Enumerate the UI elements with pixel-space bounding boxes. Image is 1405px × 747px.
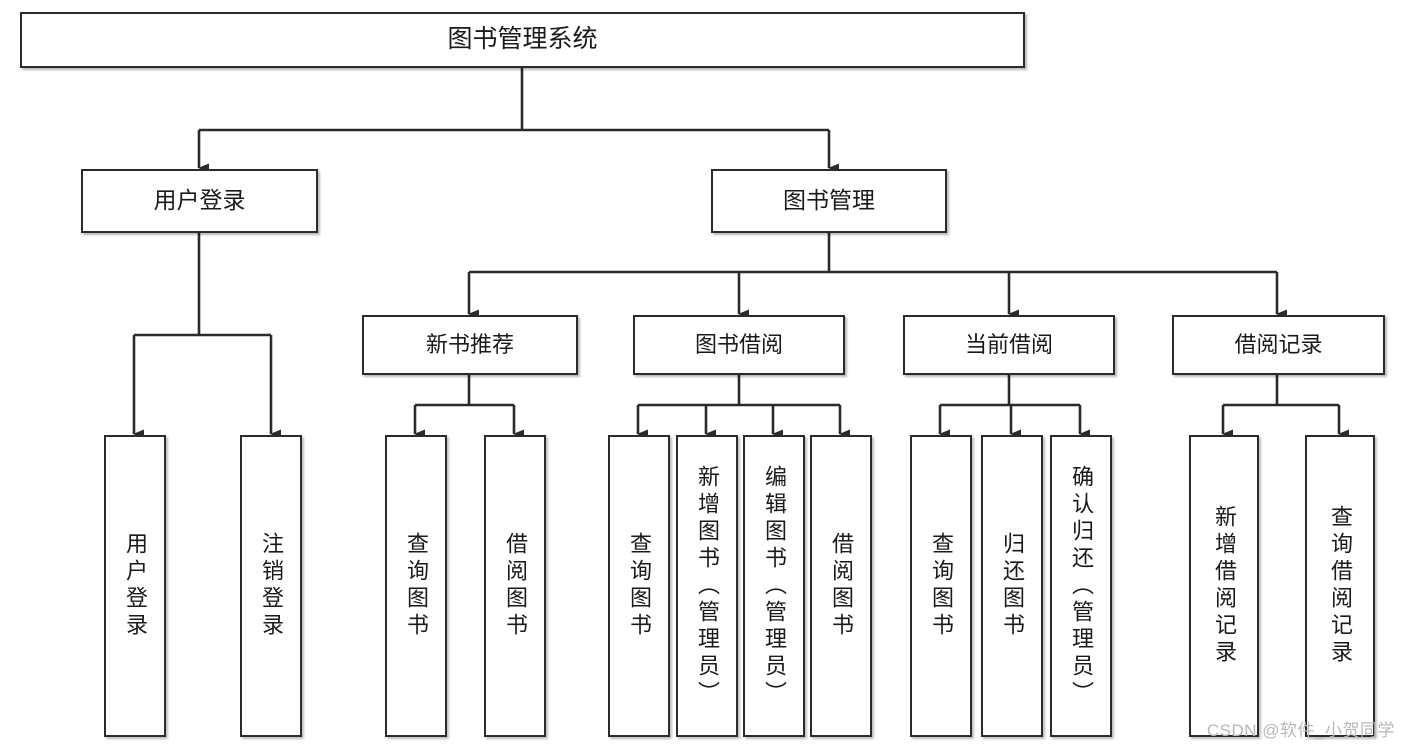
- node-label: 图书管理系统: [447, 25, 598, 54]
- node-leaf[interactable]: 注销登录: [240, 435, 302, 737]
- node-label: 注销登录: [259, 532, 284, 640]
- node-label: 图书借阅: [694, 332, 783, 358]
- node-label: 归还图书: [1000, 532, 1025, 640]
- node-leaf[interactable]: 借阅图书: [484, 435, 546, 737]
- node-new-book-recommend[interactable]: 新书推荐: [362, 315, 578, 375]
- node-book-borrow[interactable]: 图书借阅: [633, 315, 845, 375]
- node-leaf[interactable]: 用户登录: [104, 435, 166, 737]
- node-label: 查询图书: [404, 532, 429, 640]
- node-label: 编辑图书（管理员）: [762, 464, 787, 708]
- watermark-text: CSDN @软件_小贺同学: [1206, 721, 1395, 740]
- node-label: 用户登录: [123, 532, 148, 640]
- node-label: 新增借阅记录: [1212, 505, 1237, 667]
- node-label: 查询借阅记录: [1328, 505, 1353, 667]
- node-leaf[interactable]: 查询图书: [910, 435, 972, 737]
- node-label: 新书推荐: [425, 332, 514, 358]
- node-label: 图书管理: [783, 187, 875, 214]
- node-label: 借阅图书: [503, 532, 528, 640]
- node-label: 确认归还（管理员）: [1069, 464, 1094, 708]
- node-label: 用户登录: [153, 187, 246, 214]
- node-leaf[interactable]: 查询借阅记录: [1305, 435, 1375, 737]
- node-label: 借阅图书: [829, 532, 854, 640]
- node-leaf[interactable]: 借阅图书: [810, 435, 872, 737]
- node-label: 当前借阅: [964, 332, 1053, 358]
- node-leaf[interactable]: 查询图书: [608, 435, 670, 737]
- node-label: 查询图书: [627, 532, 652, 640]
- node-leaf[interactable]: 新增借阅记录: [1189, 435, 1259, 737]
- node-leaf[interactable]: 查询图书: [385, 435, 447, 737]
- node-book-management[interactable]: 图书管理: [711, 169, 947, 233]
- node-borrow-record[interactable]: 借阅记录: [1172, 315, 1385, 375]
- node-label: 新增图书（管理员）: [695, 464, 720, 708]
- node-label: 借阅记录: [1234, 332, 1323, 358]
- node-leaf[interactable]: 编辑图书（管理员）: [743, 435, 805, 737]
- node-root-system[interactable]: 图书管理系统: [20, 12, 1025, 68]
- node-leaf[interactable]: 确认归还（管理员）: [1050, 435, 1112, 737]
- node-leaf[interactable]: 新增图书（管理员）: [676, 435, 738, 737]
- node-current-borrow[interactable]: 当前借阅: [903, 315, 1115, 375]
- node-label: 查询图书: [929, 532, 954, 640]
- node-leaf[interactable]: 归还图书: [981, 435, 1043, 737]
- node-user-login[interactable]: 用户登录: [81, 169, 318, 233]
